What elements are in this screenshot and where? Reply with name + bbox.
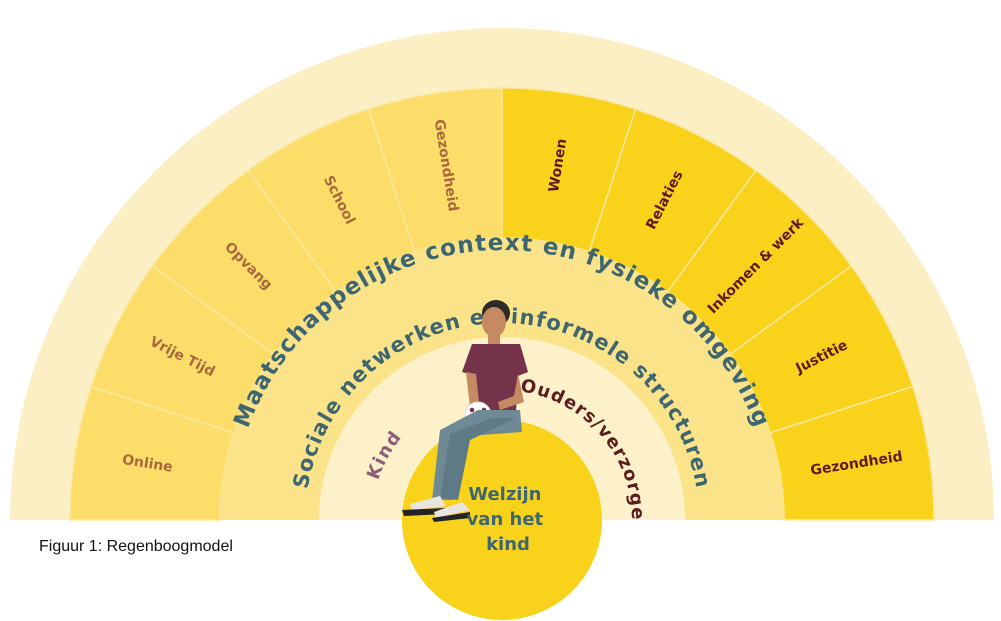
center-line-2: van het [467, 509, 544, 530]
center-title: Welzijn van het kind [467, 484, 550, 555]
center-line-3: kind [486, 534, 530, 555]
child-figure [402, 300, 528, 522]
segment-label-left-0: Online [121, 452, 174, 476]
center-line-1: Welzijn [468, 484, 541, 505]
figure-caption: Figuur 1: Regenboogmodel [39, 538, 233, 555]
